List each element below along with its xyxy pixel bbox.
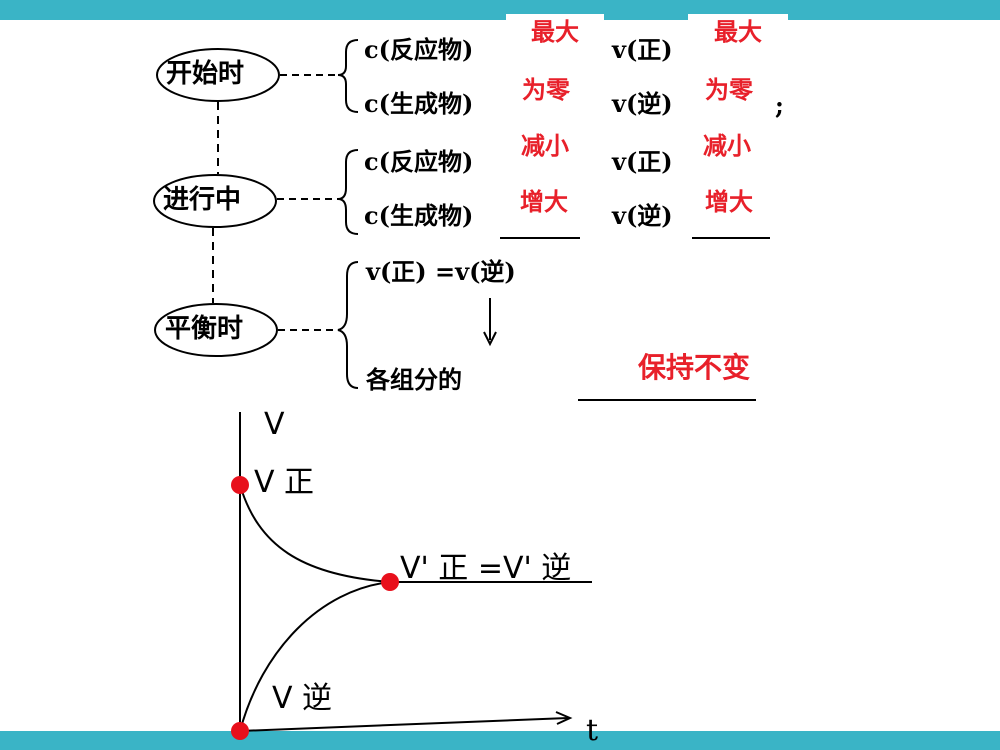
graph-v-reverse-label: V 逆 (272, 681, 333, 716)
node-start-ellipse (156, 48, 280, 102)
start-v-forward: v(正) (612, 35, 673, 64)
implies-arrow-head (483, 331, 497, 347)
curve-v-reverse (239, 581, 391, 732)
brace-start (337, 39, 359, 113)
node-start-label: 开始时 (166, 59, 245, 89)
graph-y-label: V (264, 407, 285, 442)
start-v-reverse: v(逆) (612, 89, 673, 118)
prog-c-reactant: c(反应物) (364, 147, 474, 176)
node-progress-ellipse (153, 174, 277, 228)
answer-start-c-product: 为零 (506, 72, 586, 114)
start-semicolon: ; (775, 91, 784, 120)
answer-prog-c-reactant: 减小 (506, 128, 584, 170)
answer-prog-c-product: 增大 (506, 184, 582, 226)
answer-equilibrium: 保持不变 (538, 348, 754, 398)
point-v-forward-start (231, 476, 249, 494)
node-progress-label: 进行中 (163, 185, 242, 215)
answer-prog-v-forward: 减小 (688, 128, 766, 170)
node-equilibrium-ellipse (154, 303, 278, 357)
graph-x-arrowhead (555, 711, 573, 725)
equilibrium-equality: v(正) =v(逆) (366, 257, 516, 286)
graph-x-axis (239, 717, 569, 732)
prog-c-product: c(生成物) (364, 201, 474, 230)
prog-v-forward: v(正) (612, 147, 673, 176)
answer-start-v-reverse: 为零 (688, 72, 770, 114)
start-c-product: c(生成物) (364, 89, 474, 118)
brace-equilibrium (337, 261, 359, 389)
answer-start-v-forward: 最大 (688, 14, 788, 62)
prog-v-reverse: v(逆) (612, 201, 673, 230)
answer-prog-v-reverse: 增大 (688, 184, 770, 226)
node-equilibrium-label: 平衡时 (165, 314, 244, 344)
curve-v-forward (239, 484, 391, 583)
graph-equilibrium-label: V' 正 =V' 逆 (400, 551, 572, 586)
answer-start-c-reactant: 最大 (506, 14, 604, 62)
brace-progress (337, 149, 359, 235)
graph-v-forward-label: V 正 (254, 465, 315, 500)
equilibrium-composition: 各组分的 (366, 365, 462, 394)
point-origin (231, 722, 249, 740)
point-equilibrium (381, 573, 399, 591)
graph-x-label: t (586, 713, 599, 748)
start-c-reactant: c(反应物) (364, 35, 474, 64)
bottom-accent-bar (0, 731, 1000, 750)
